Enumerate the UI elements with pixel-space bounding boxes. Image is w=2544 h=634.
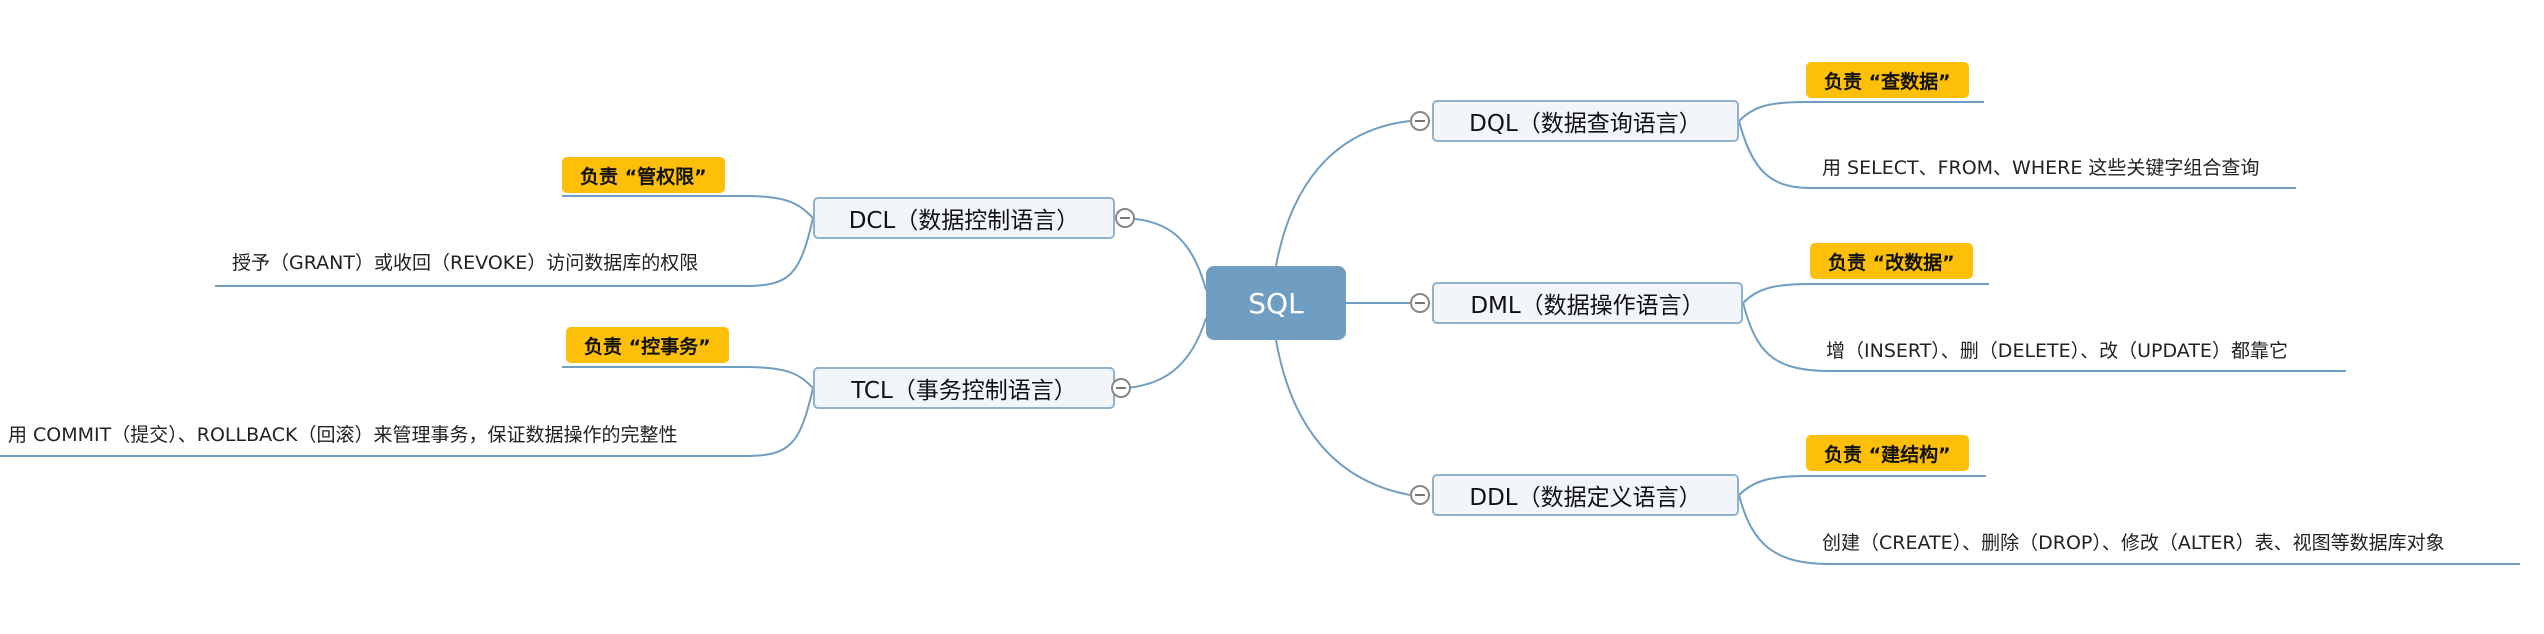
desc-dcl[interactable]: 授予（GRANT）或收回（REVOKE）访问数据库的权限 — [232, 251, 699, 274]
desc-dql[interactable]: 用 SELECT、FROM、WHERE 这些关键字组合查询 — [1822, 156, 2260, 179]
topic-dcl[interactable]: DCL（数据控制语言） — [813, 197, 1115, 239]
tag-ddl-responsibility[interactable]: 负责 “建结构” — [1806, 435, 1969, 471]
collapse-toggle-icon[interactable] — [1410, 293, 1430, 313]
topic-dml[interactable]: DML（数据操作语言） — [1432, 282, 1743, 324]
root-node-sql[interactable]: SQL — [1206, 266, 1346, 340]
collapse-toggle-icon[interactable] — [1111, 378, 1131, 398]
collapse-toggle-icon[interactable] — [1410, 485, 1430, 505]
tag-dql-responsibility[interactable]: 负责 “查数据” — [1806, 62, 1969, 98]
desc-ddl[interactable]: 创建（CREATE）、删除（DROP）、修改（ALTER）表、视图等数据库对象 — [1822, 531, 2445, 554]
tag-dcl-responsibility[interactable]: 负责 “管权限” — [562, 157, 725, 193]
desc-tcl[interactable]: 用 COMMIT（提交）、ROLLBACK（回滚）来管理事务，保证数据操作的完整… — [8, 423, 678, 446]
collapse-toggle-icon[interactable] — [1115, 208, 1135, 228]
desc-dml[interactable]: 增（INSERT）、删（DELETE）、改（UPDATE）都靠它 — [1826, 339, 2288, 362]
topic-tcl[interactable]: TCL（事务控制语言） — [813, 367, 1115, 409]
topic-ddl[interactable]: DDL（数据定义语言） — [1432, 474, 1739, 516]
collapse-toggle-icon[interactable] — [1410, 111, 1430, 131]
tag-dml-responsibility[interactable]: 负责 “改数据” — [1810, 243, 1973, 279]
topic-dql[interactable]: DQL（数据查询语言） — [1432, 100, 1739, 142]
tag-tcl-responsibility[interactable]: 负责 “控事务” — [566, 327, 729, 363]
